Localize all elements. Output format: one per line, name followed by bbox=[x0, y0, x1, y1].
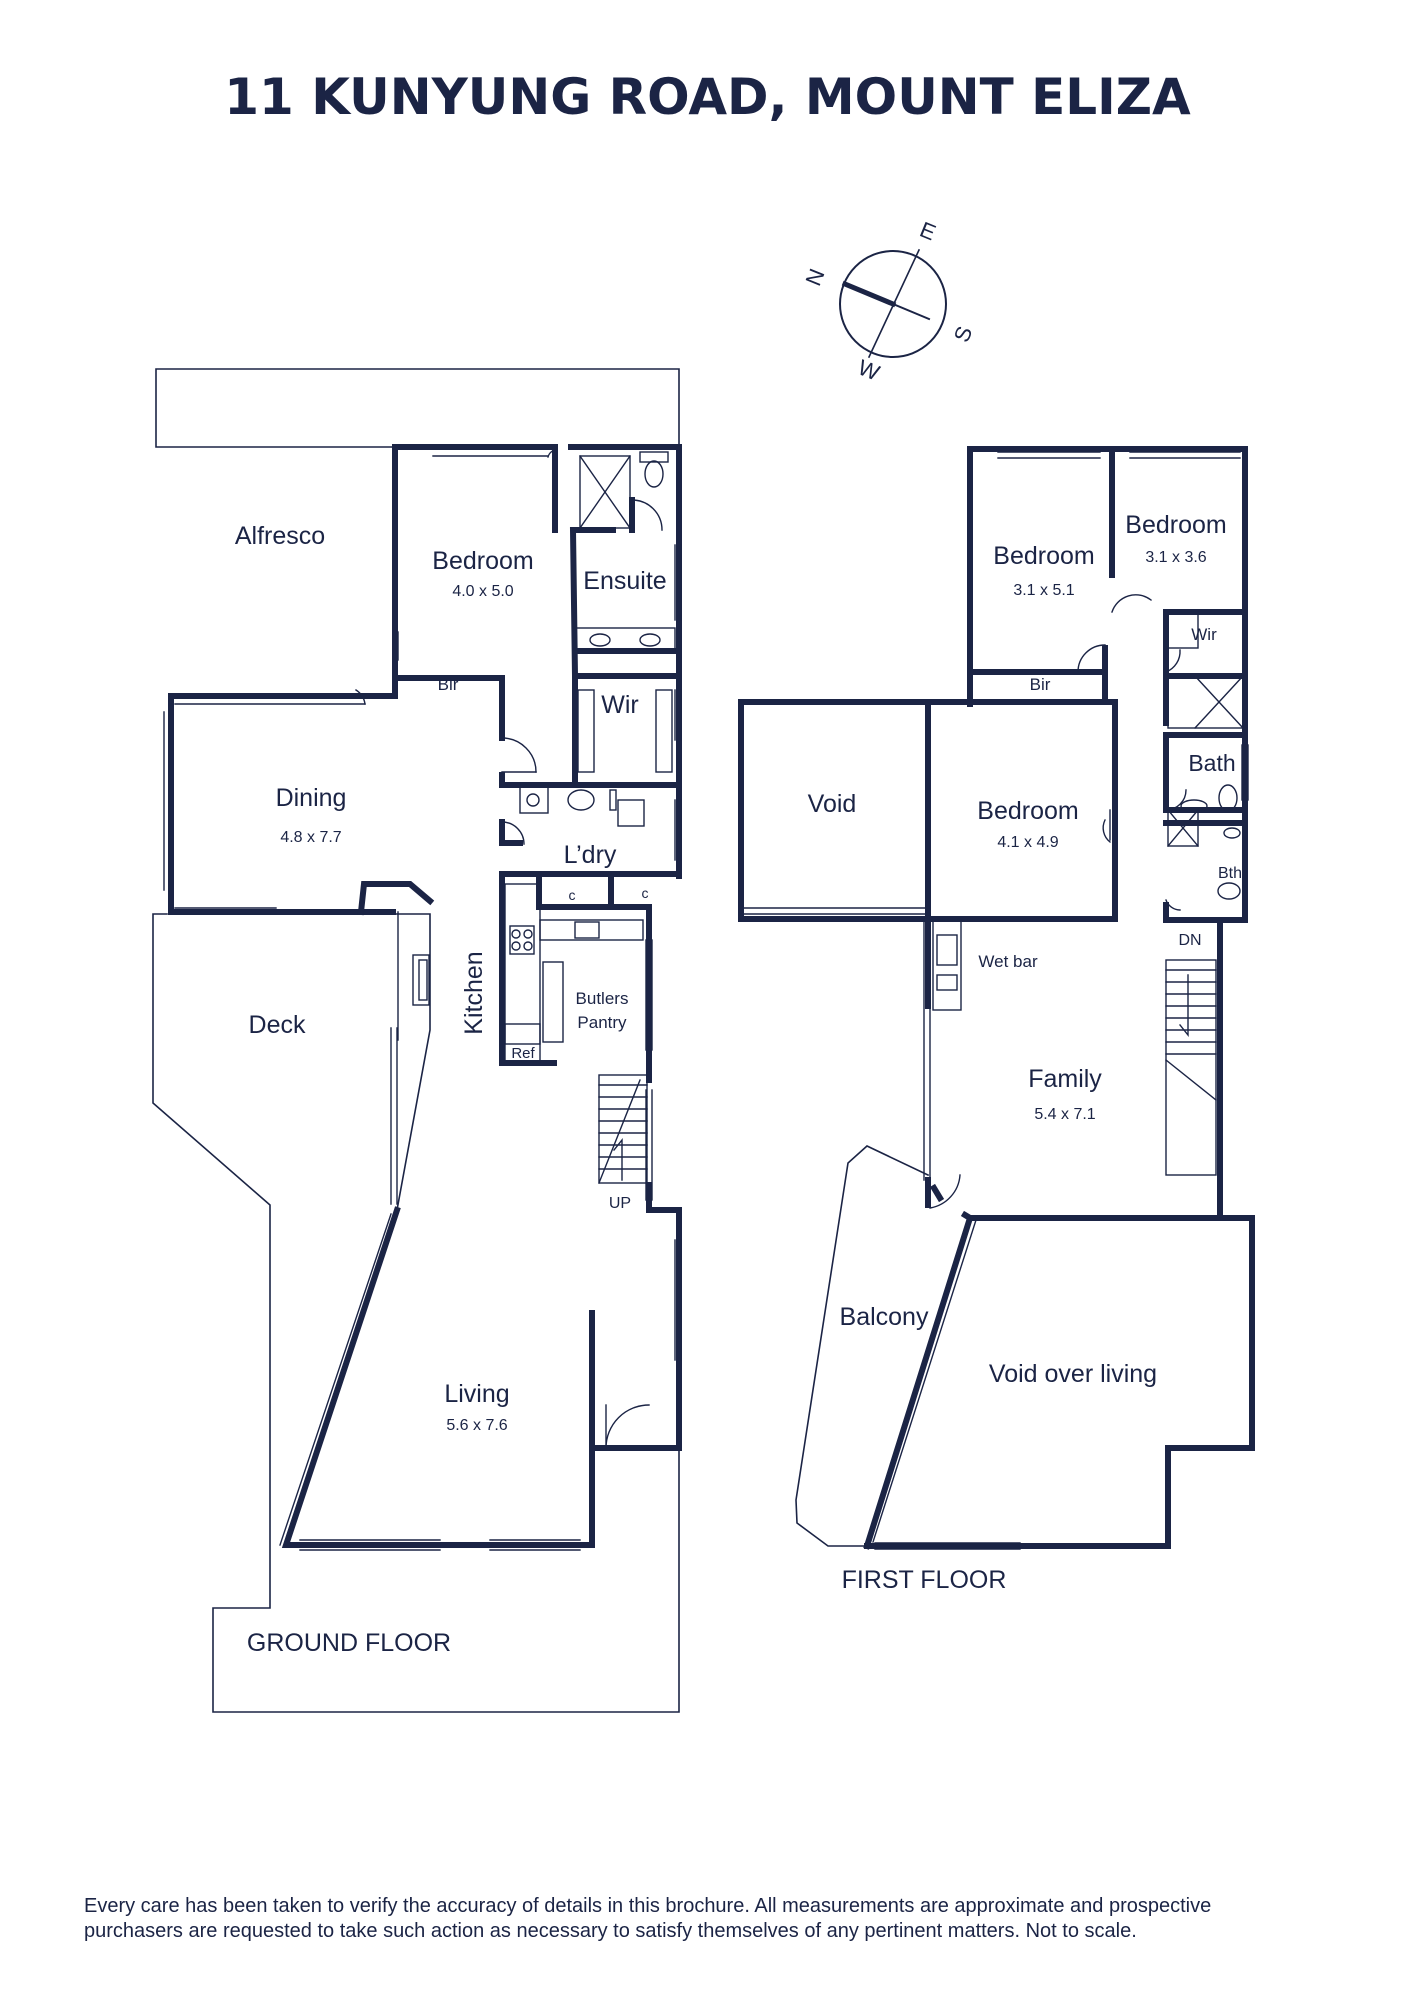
ground-floor-plan bbox=[152, 368, 682, 1713]
disclaimer-line-2: purchasers are requested to take such ac… bbox=[84, 1920, 1137, 1942]
room-size-bedroom-2: 3.1 x 3.6 bbox=[1145, 549, 1206, 566]
first-floor-label: FIRST FLOOR bbox=[842, 1566, 1007, 1594]
stairs-up-label: UP bbox=[609, 1195, 631, 1212]
room-label-balcony: Balcony bbox=[840, 1303, 929, 1331]
cupboard-label-1: c bbox=[569, 887, 576, 903]
room-label-bedroom-3: Bedroom bbox=[977, 797, 1078, 825]
room-label-void-over-living: Void over living bbox=[989, 1360, 1157, 1388]
ground-floor-label: GROUND FLOOR bbox=[247, 1629, 451, 1657]
room-label-wir: Wir bbox=[601, 691, 638, 719]
room-label-kitchen: Kitchen bbox=[460, 951, 488, 1034]
cupboard-label-2: c bbox=[642, 885, 649, 901]
room-label-butlers: Butlers bbox=[576, 989, 629, 1008]
room-label-alfresco: Alfresco bbox=[235, 522, 325, 550]
room-size-living: 5.6 x 7.6 bbox=[446, 1417, 507, 1434]
room-label-ref: Ref bbox=[511, 1045, 535, 1062]
room-label-bir-1: Bir bbox=[1030, 675, 1051, 694]
stairs-down-label: DN bbox=[1178, 932, 1201, 949]
room-label-pantry: Pantry bbox=[577, 1013, 627, 1032]
room-size-family: 5.4 x 7.1 bbox=[1034, 1106, 1095, 1123]
room-label-bedroom-2: Bedroom bbox=[1125, 511, 1226, 539]
compass-label-e: E bbox=[916, 217, 939, 246]
room-label-void: Void bbox=[808, 790, 857, 818]
compass-label-n: N bbox=[800, 265, 829, 289]
room-label-ensuite: Ensuite bbox=[583, 567, 666, 595]
page-title: 11 KUNYUNG ROAD, MOUNT ELIZA bbox=[224, 68, 1191, 126]
room-label-dining: Dining bbox=[276, 784, 347, 812]
room-label-bath: Bath bbox=[1188, 750, 1235, 776]
room-label-bir: Bir bbox=[438, 675, 459, 694]
room-label-wet-bar: Wet bar bbox=[978, 952, 1038, 971]
compass-label-s: S bbox=[949, 323, 978, 346]
room-label-laundry: L’dry bbox=[564, 841, 617, 869]
compass-label-w: W bbox=[855, 355, 884, 386]
room-label-living: Living bbox=[444, 1380, 509, 1408]
room-size-dining: 4.8 x 7.7 bbox=[280, 829, 341, 846]
room-label-wir-1: Wir bbox=[1191, 625, 1217, 644]
room-size-bedroom-1: 3.1 x 5.1 bbox=[1013, 582, 1074, 599]
disclaimer: Every care has been taken to verify the … bbox=[84, 1894, 1344, 1944]
room-label-deck: Deck bbox=[249, 1011, 306, 1039]
room-label-bth: Bth bbox=[1218, 865, 1242, 882]
room-label-bedroom-1: Bedroom bbox=[993, 542, 1094, 570]
room-size-bedroom: 4.0 x 5.0 bbox=[452, 583, 513, 600]
room-label-bedroom: Bedroom bbox=[432, 547, 533, 575]
compass-icon bbox=[839, 248, 947, 359]
disclaimer-line-1: Every care has been taken to verify the … bbox=[84, 1895, 1212, 1917]
first-floor-plan bbox=[738, 446, 1255, 1550]
room-size-bedroom-3: 4.1 x 4.9 bbox=[997, 834, 1058, 851]
room-label-family: Family bbox=[1028, 1065, 1102, 1093]
